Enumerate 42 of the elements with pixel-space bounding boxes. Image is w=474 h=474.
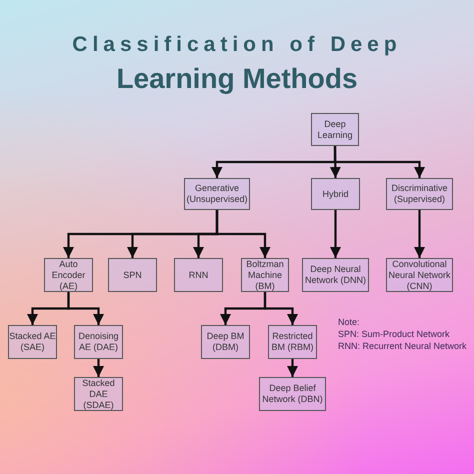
arrow xyxy=(216,210,270,258)
arrow xyxy=(93,359,104,377)
arrow xyxy=(67,292,104,325)
category-box xyxy=(311,178,360,210)
category-box xyxy=(302,258,369,292)
note-heading: Note: xyxy=(338,316,360,328)
box-label: Deep Neural Network (DNN) xyxy=(304,264,367,286)
category-box xyxy=(201,325,250,359)
box-label: Discriminative (Supervised) xyxy=(390,183,448,205)
box-label: RNN xyxy=(188,270,208,280)
diagram-title: Classification of Deep Learning Methods xyxy=(71,32,403,96)
box-label: Generative (Unsupervised) xyxy=(185,183,249,205)
category-box xyxy=(74,325,123,359)
box-label: Deep Belief Network (DBN) xyxy=(261,383,324,405)
box-label: Stacked DAE (SDAE) xyxy=(81,378,116,410)
box-label: Denoising AE (DAE) xyxy=(77,331,120,353)
box-label: Auto Encoder (AE) xyxy=(50,258,86,292)
category-box xyxy=(259,377,326,411)
box-label: Stacked AE (SAE) xyxy=(9,331,56,353)
note-text: SPN: Sum-Product Network xyxy=(338,328,450,340)
category-box xyxy=(184,178,250,210)
arrow xyxy=(334,146,425,178)
box-label: Boltzman Machine (BM) xyxy=(245,258,285,292)
box-label: Hybrid xyxy=(322,188,348,200)
box-label: SPN xyxy=(123,270,142,280)
category-box xyxy=(8,325,57,359)
category-box xyxy=(108,258,157,292)
box-label: Deep Learning xyxy=(316,118,354,140)
category-box xyxy=(74,377,123,411)
arrow xyxy=(330,210,341,258)
arrow xyxy=(414,210,425,258)
box-label: Restricted BM (RBM) xyxy=(270,331,314,353)
category-box xyxy=(268,325,317,359)
note-text: RNN: Recurrent Neural Network xyxy=(338,340,467,352)
box-label: Convolutional Neural Network (CNN) xyxy=(387,258,452,292)
arrow xyxy=(264,292,298,325)
category-box xyxy=(174,258,223,292)
category-box xyxy=(311,113,359,146)
category-box xyxy=(386,178,453,210)
box-label: Deep BM (DBM) xyxy=(206,331,246,353)
category-box xyxy=(44,258,93,292)
arrow xyxy=(287,359,298,377)
